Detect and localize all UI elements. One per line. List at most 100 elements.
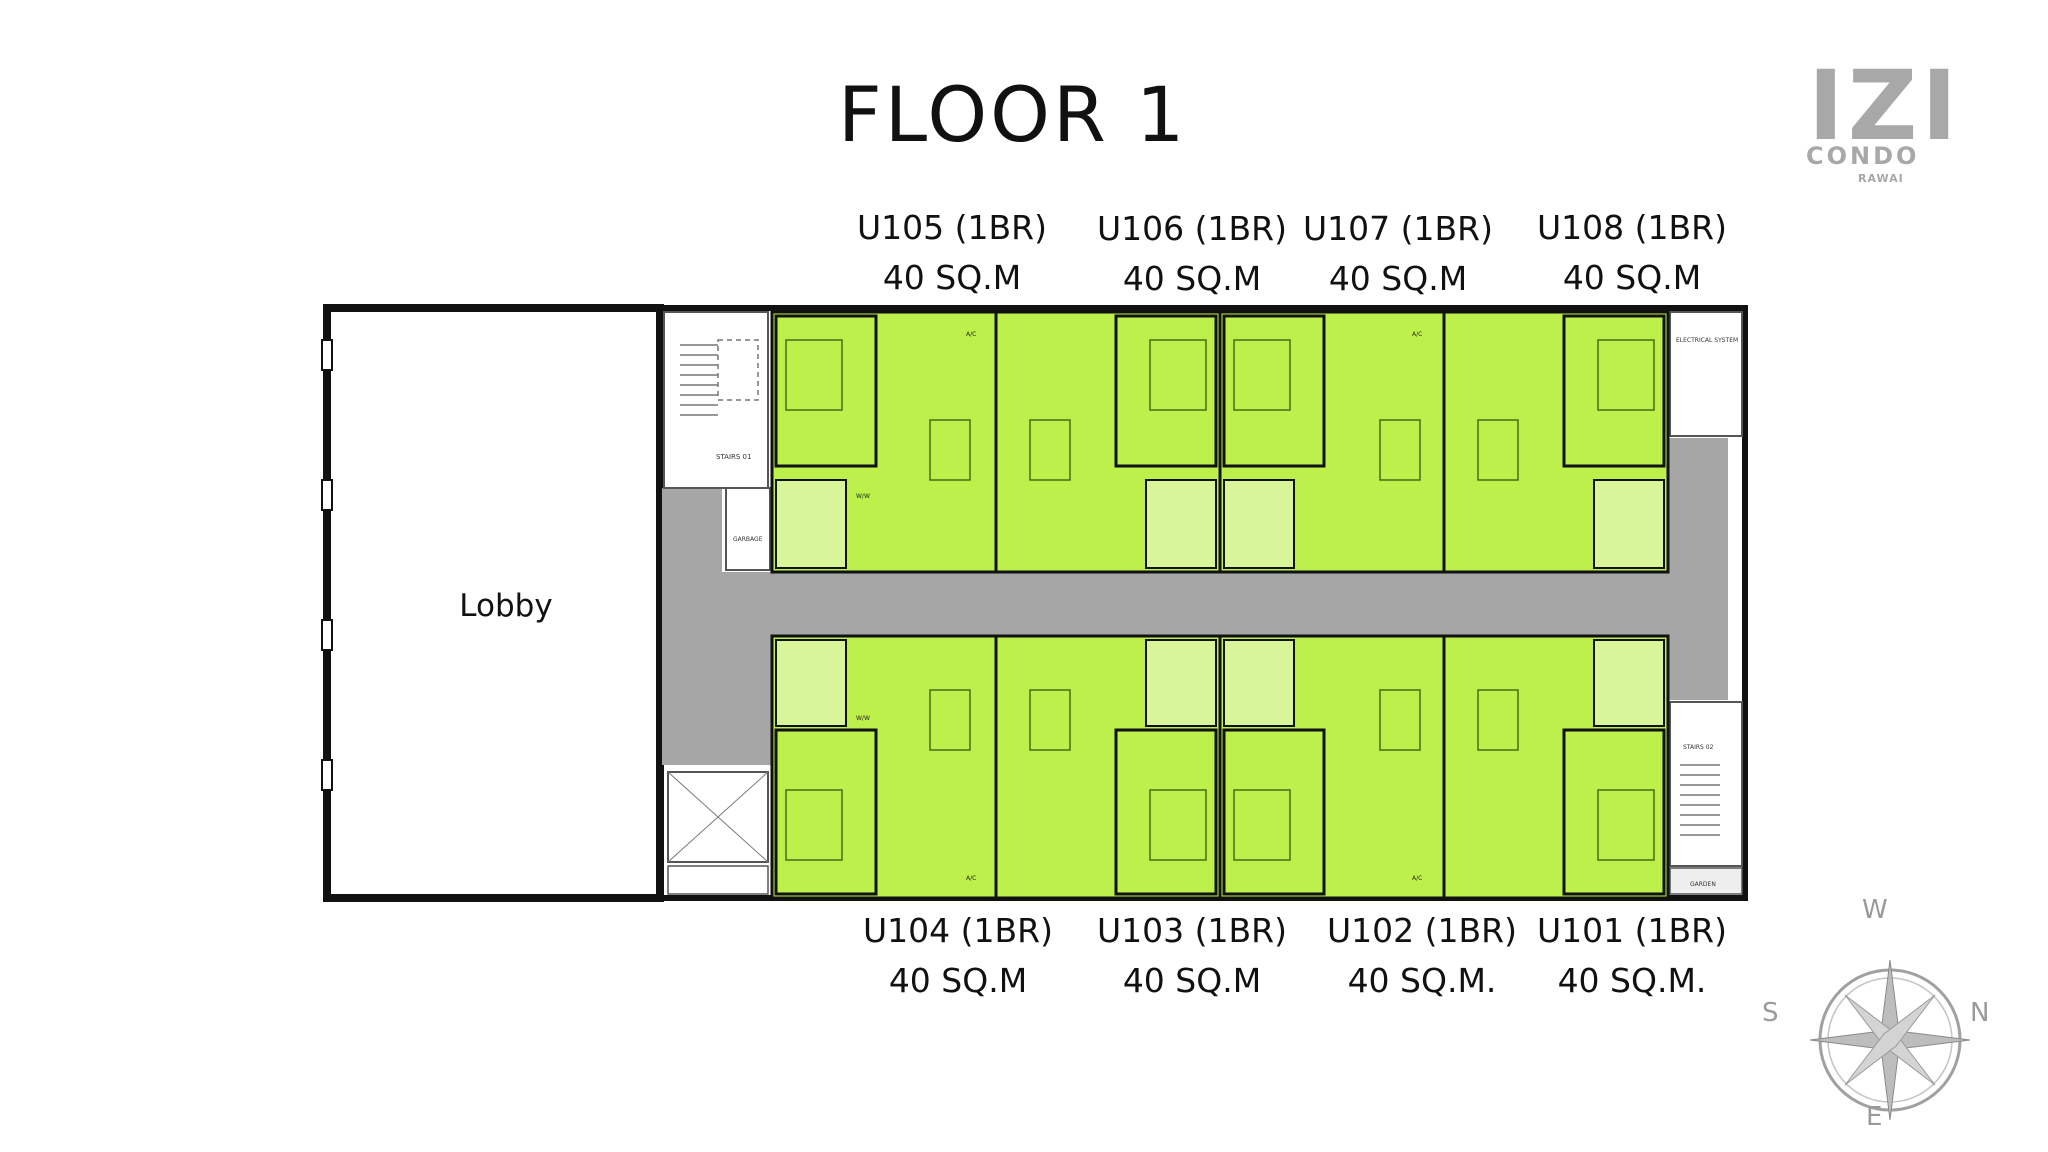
unit-label-u101: U101 (1BR) 40 SQ.M.	[1502, 906, 1762, 1006]
unit-u101	[1442, 634, 1670, 900]
window	[321, 619, 333, 651]
unit-label-u105: U105 (1BR) 40 SQ.M	[822, 203, 1082, 303]
bed	[1149, 339, 1207, 411]
unit-u104	[770, 634, 998, 900]
bedroom	[1222, 728, 1326, 896]
unit-label-u107: U107 (1BR) 40 SQ.M	[1268, 204, 1528, 304]
compass-rose-icon	[1809, 959, 1971, 1121]
stairs-01-steps	[680, 339, 759, 416]
unit-area: 40 SQ.M	[1122, 259, 1262, 298]
logo-izi: IZI	[1808, 50, 1962, 162]
stairs-02-label: STAIRS 02	[1683, 744, 1714, 751]
table	[1379, 689, 1421, 751]
unit-label-u106: U106 (1BR) 40 SQ.M	[1062, 204, 1322, 304]
garbage-room	[725, 487, 771, 571]
bathroom	[1223, 639, 1295, 727]
table	[1379, 419, 1421, 481]
unit-area: 40 SQ.M.	[1347, 961, 1497, 1000]
stairs-01-label: STAIRS 01	[716, 453, 751, 461]
lobby-room	[323, 304, 664, 902]
compass-n: N	[1970, 998, 1990, 1028]
garbage-label: GARBAGE	[733, 536, 763, 543]
table	[1477, 689, 1519, 751]
unit-name: U106 (1BR)	[1097, 209, 1287, 248]
unit-label-u103: U103 (1BR) 40 SQ.M	[1062, 906, 1322, 1006]
electrical-label: ELECTRICAL SYSTEM	[1676, 337, 1738, 344]
ww-label: W/W	[856, 493, 870, 500]
compass-w: W	[1862, 895, 1888, 925]
unit-u102	[1218, 634, 1446, 900]
unit-label-u108: U108 (1BR) 40 SQ.M	[1502, 203, 1762, 303]
page-title: FLOOR 1	[838, 70, 1188, 159]
garden	[1669, 867, 1743, 895]
logo-rawai: RAWAI	[1858, 172, 1904, 185]
unit-name: U102 (1BR)	[1327, 911, 1517, 950]
unit-u103	[994, 634, 1222, 900]
corridor	[662, 438, 1728, 765]
bathroom	[1593, 639, 1665, 727]
ac-label: A/C	[1412, 331, 1422, 338]
unit-u105	[770, 310, 998, 574]
unit-name: U104 (1BR)	[863, 911, 1053, 950]
unit-u106	[994, 310, 1222, 574]
bedroom	[1222, 314, 1326, 468]
unit-area: 40 SQ.M	[888, 961, 1028, 1000]
bathroom	[1145, 479, 1217, 569]
compass-s: S	[1762, 998, 1779, 1028]
ac-label: A/C	[966, 875, 976, 882]
bed	[1233, 789, 1291, 861]
ac-label: A/C	[966, 331, 976, 338]
bathroom	[775, 639, 847, 727]
unit-area: 40 SQ.M	[1328, 259, 1468, 298]
unit-label-u102: U102 (1BR) 40 SQ.M.	[1292, 906, 1552, 1006]
unit-name: U103 (1BR)	[1097, 911, 1287, 950]
bedroom	[1562, 728, 1666, 896]
unit-area: 40 SQ.M	[1562, 258, 1702, 297]
table	[929, 419, 971, 481]
window	[321, 339, 333, 371]
bed	[1597, 339, 1655, 411]
unit-name: U108 (1BR)	[1537, 208, 1727, 247]
table	[1029, 419, 1071, 481]
bedroom	[774, 728, 878, 896]
bathroom	[1145, 639, 1217, 727]
unit-name: U107 (1BR)	[1303, 209, 1493, 248]
lift-lobby	[667, 865, 769, 895]
lift-cross	[667, 771, 769, 863]
bathroom	[1593, 479, 1665, 569]
electrical-room	[1669, 311, 1743, 437]
lobby-label: Lobby	[459, 588, 552, 624]
table	[929, 689, 971, 751]
bed	[1233, 339, 1291, 411]
unit-area: 40 SQ.M	[882, 258, 1022, 297]
stairs-01	[663, 311, 769, 489]
logo-condo: CONDO	[1806, 142, 1920, 170]
stairs-02	[1669, 701, 1743, 867]
bedroom	[774, 314, 878, 468]
table	[1477, 419, 1519, 481]
bed	[785, 789, 843, 861]
stairs-02-steps	[1680, 764, 1720, 836]
ww-label: W/W	[856, 715, 870, 722]
unit-u108	[1442, 310, 1670, 574]
bedroom	[1562, 314, 1666, 468]
window	[321, 759, 333, 791]
unit-area: 40 SQ.M	[1122, 961, 1262, 1000]
window	[321, 479, 333, 511]
table	[1029, 689, 1071, 751]
unit-name: U105 (1BR)	[857, 208, 1047, 247]
unit-name: U101 (1BR)	[1537, 911, 1727, 950]
bathroom	[775, 479, 847, 569]
bed	[1149, 789, 1207, 861]
unit-u107	[1218, 310, 1446, 574]
ac-label: A/C	[1412, 875, 1422, 882]
unit-area: 40 SQ.M.	[1557, 961, 1707, 1000]
unit-label-u104: U104 (1BR) 40 SQ.M	[828, 906, 1088, 1006]
bed	[785, 339, 843, 411]
bed	[1597, 789, 1655, 861]
garden-label: GARDEN	[1690, 881, 1716, 888]
bathroom	[1223, 479, 1295, 569]
compass-e: E	[1866, 1102, 1883, 1132]
bedroom	[1114, 314, 1218, 468]
